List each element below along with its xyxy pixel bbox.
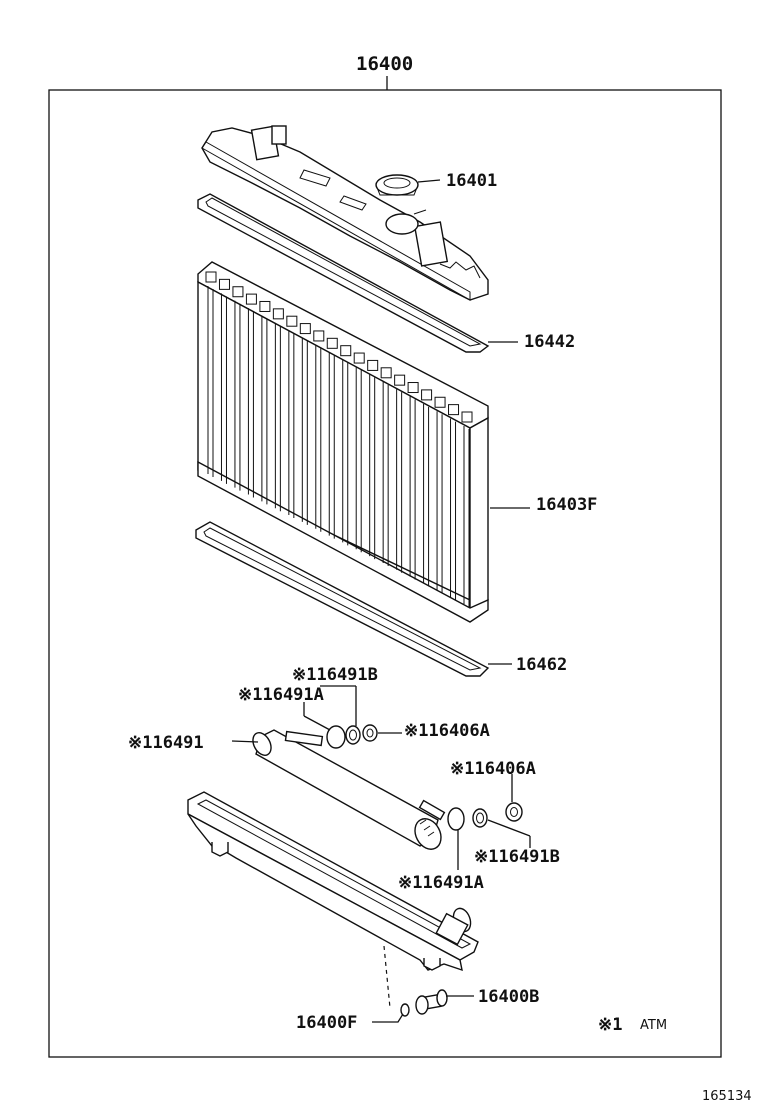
core-tab bbox=[205, 271, 217, 283]
drain-cock bbox=[415, 989, 448, 1015]
label-oil-cooler: ※116491 bbox=[128, 733, 204, 753]
radiator-core bbox=[197, 261, 489, 623]
nut-bottom bbox=[505, 802, 523, 822]
leader-drain-plug bbox=[372, 1013, 404, 1023]
radiator-cap bbox=[375, 174, 419, 196]
label-oring-b-bottom: ※116491B bbox=[474, 847, 560, 867]
oring-b-top bbox=[345, 725, 361, 745]
label-upper-gasket: 16442 bbox=[524, 332, 575, 352]
core-tab bbox=[367, 359, 379, 371]
oring-a-top bbox=[326, 725, 346, 749]
oring-a-bottom bbox=[447, 807, 465, 831]
drain-dashed-guide bbox=[383, 945, 391, 1009]
label-core: 16403F bbox=[536, 495, 597, 515]
core-fins bbox=[205, 271, 473, 607]
oil-cooler bbox=[252, 729, 446, 850]
label-oring-a-bottom: ※116491A bbox=[398, 873, 484, 893]
core-tab bbox=[461, 411, 473, 423]
core-tab bbox=[313, 330, 325, 342]
note-text: ATM bbox=[640, 1018, 667, 1033]
leader-oil-cooler bbox=[231, 740, 259, 743]
lower-tank bbox=[187, 791, 479, 972]
nut-top bbox=[362, 724, 378, 742]
core-tab bbox=[286, 315, 298, 327]
note-marker: ※1 bbox=[598, 1015, 622, 1035]
assembly-frame bbox=[48, 89, 722, 1058]
core-tab bbox=[380, 367, 392, 379]
core-tab bbox=[448, 404, 460, 416]
label-nut-top: ※116406A bbox=[404, 721, 490, 741]
core-tab bbox=[218, 278, 230, 290]
figure-id: 165134 bbox=[702, 1089, 752, 1104]
core-tab bbox=[245, 293, 257, 305]
core-tab bbox=[434, 396, 446, 408]
core-tab bbox=[394, 374, 406, 386]
label-lower-gasket: 16462 bbox=[516, 655, 567, 675]
leader-oring-b-bottom bbox=[487, 819, 531, 837]
core-tab bbox=[232, 286, 244, 298]
label-oring-b-top: ※116491B bbox=[292, 665, 378, 685]
core-tab bbox=[353, 352, 365, 364]
label-cap: 16401 bbox=[446, 171, 497, 191]
leader-cap bbox=[417, 179, 441, 183]
drain-plug bbox=[400, 1003, 410, 1017]
core-tab bbox=[272, 308, 284, 320]
core-tab bbox=[340, 345, 352, 357]
core-tab bbox=[259, 300, 271, 312]
label-nut-bottom: ※116406A bbox=[450, 759, 536, 779]
upper-gasket bbox=[197, 193, 490, 353]
oring-b-bottom bbox=[472, 808, 488, 828]
core-tab bbox=[407, 382, 419, 394]
core-tab bbox=[299, 323, 311, 335]
leader-oring-a-top bbox=[303, 715, 331, 731]
label-drain-plug: 16400F bbox=[296, 1013, 357, 1033]
assembly-number: 16400 bbox=[356, 53, 413, 75]
label-oring-a-top: ※116491A bbox=[238, 685, 324, 705]
core-tab bbox=[421, 389, 433, 401]
core-tab bbox=[326, 337, 338, 349]
upper-tank bbox=[201, 125, 489, 301]
lower-gasket bbox=[195, 521, 490, 677]
label-drain-cock: 16400B bbox=[478, 987, 539, 1007]
